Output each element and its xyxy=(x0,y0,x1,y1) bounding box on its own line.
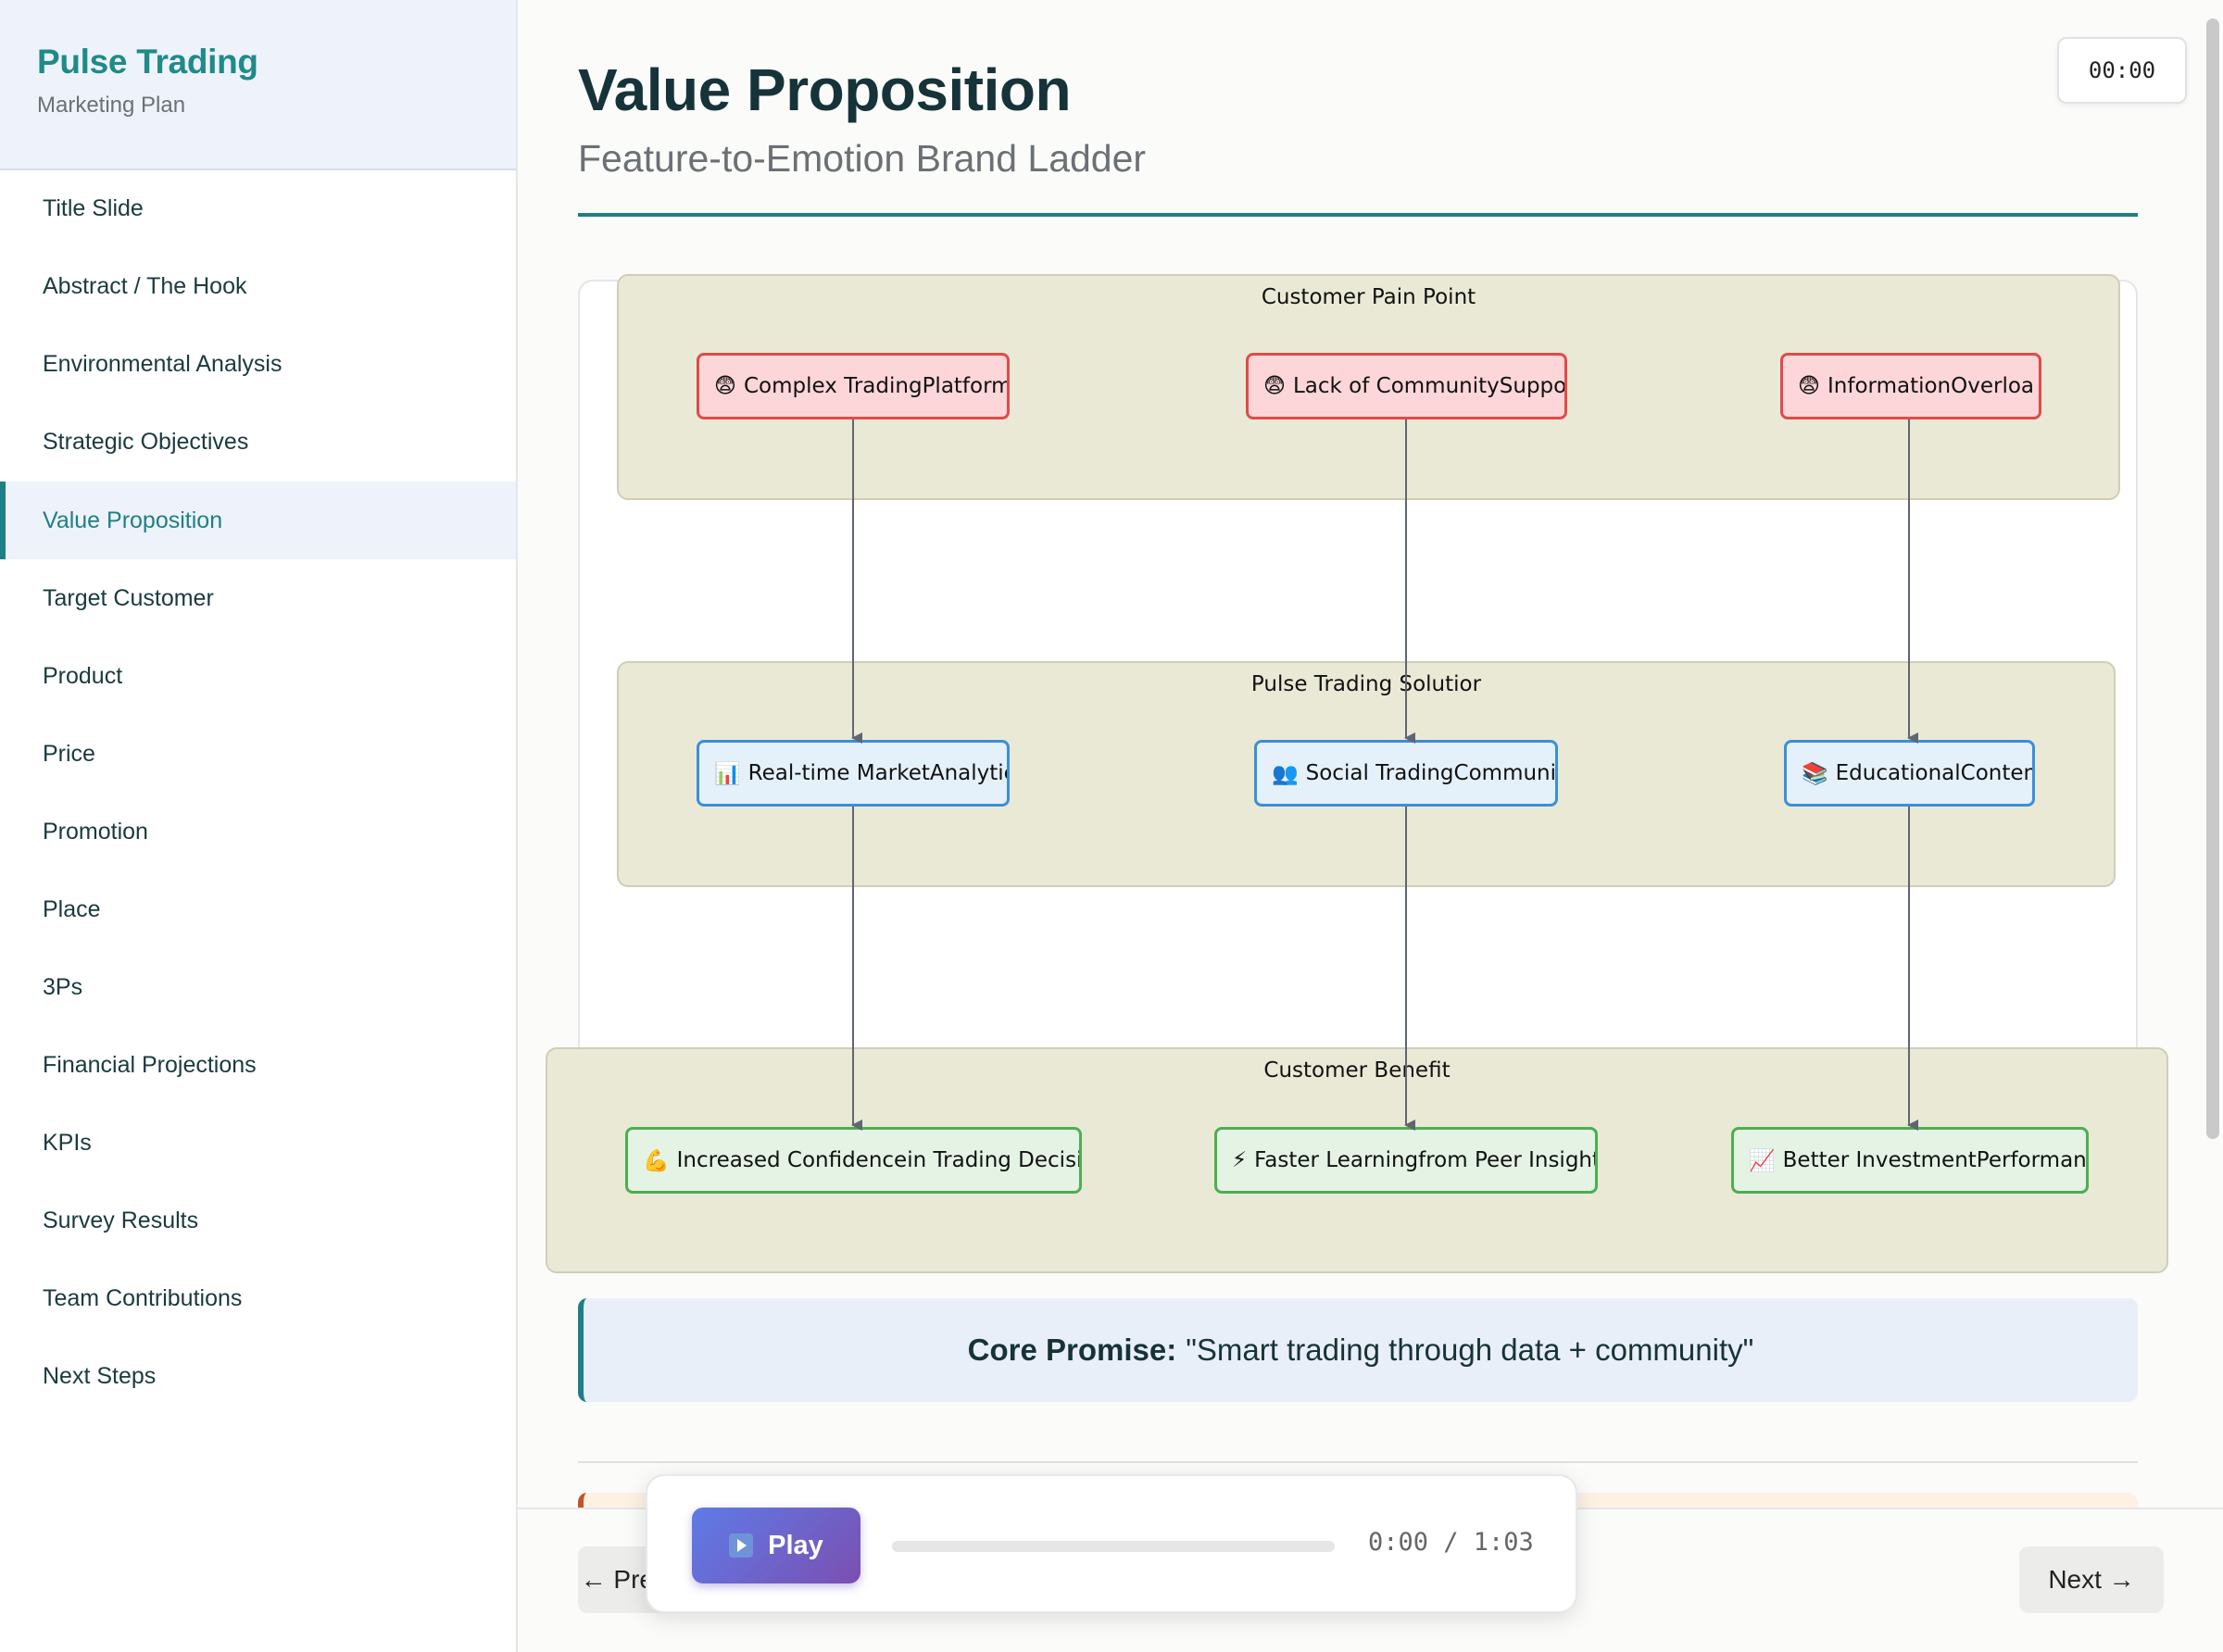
sidebar-item-strategic-objectives[interactable]: Strategic Objectives xyxy=(43,428,249,455)
sidebar-item-environmental-analysis[interactable]: Environmental Analysis xyxy=(43,350,283,377)
sidebar-item-kpis[interactable]: KPIs xyxy=(43,1129,92,1156)
audio-time: 0:00 / 1:03 xyxy=(1368,1528,1534,1557)
sidebar-header: Pulse Trading Marketing Plan xyxy=(0,0,516,170)
layer-label-benefit: Customer Benefit xyxy=(1263,1058,1451,1083)
sidebar-item-target-customer[interactable]: Target Customer xyxy=(43,584,214,611)
sidebar-item-survey-results[interactable]: Survey Results xyxy=(43,1207,199,1233)
sidebar-item-product[interactable]: Product xyxy=(43,662,123,689)
layer-label-pain: Customer Pain Point xyxy=(1261,285,1476,309)
node-label: Better InvestmentPerformanc xyxy=(1782,1148,2089,1172)
slide-timer: 00:00 xyxy=(2057,37,2187,104)
node-label: InformationOverloa xyxy=(1827,374,2034,398)
play-button-label: Play xyxy=(768,1530,823,1560)
node-label: Complex TradingPlatform xyxy=(743,374,1010,398)
node-label: Social TradingCommunit xyxy=(1305,761,1558,785)
sidebar-item-3ps[interactable]: 3Ps xyxy=(43,973,83,1000)
sidebar-item-promotion[interactable]: Promotion xyxy=(43,818,148,845)
main-content: Value Proposition Feature-to-Emotion Bra… xyxy=(518,0,2223,1652)
node-solution-educational-content[interactable]: 📚 EducationalConten xyxy=(1784,740,2035,807)
node-benefit-faster-learning[interactable]: ⚡ Faster Learningfrom Peer Insight xyxy=(1214,1127,1598,1194)
next-button[interactable]: Next → xyxy=(2019,1546,2164,1613)
layer-label-solution: Pulse Trading Solutior xyxy=(1250,672,1482,696)
sidebar-item-team-contributions[interactable]: Team Contributions xyxy=(43,1284,243,1311)
audio-player: Play 0:00 / 1:03 xyxy=(646,1474,1577,1613)
section-divider xyxy=(578,1461,2138,1463)
node-pain-complex-platform[interactable]: 😨 Complex TradingPlatform xyxy=(697,353,1010,419)
title-divider xyxy=(578,213,2138,217)
chart-increasing-icon: 📈 xyxy=(1749,1148,1776,1173)
node-pain-information-overload[interactable]: 😨 InformationOverloa xyxy=(1780,353,2041,419)
sidebar: Pulse Trading Marketing Plan Title Slide… xyxy=(0,0,518,1652)
lightning-icon: ⚡ xyxy=(1232,1148,1248,1172)
fearful-face-icon: 😨 xyxy=(714,374,736,398)
scrollbar-thumb[interactable] xyxy=(2206,19,2219,1139)
people-icon: 👥 xyxy=(1272,761,1299,786)
node-label: Increased Confidencein Trading Decisior xyxy=(676,1148,1082,1172)
fearful-face-icon: 😨 xyxy=(1798,374,1820,398)
node-label: Lack of CommunitySuppor xyxy=(1292,374,1567,398)
flexed-biceps-icon: 💪 xyxy=(643,1148,670,1173)
core-promise-text: "Smart trading through data + community" xyxy=(1186,1333,1754,1367)
node-benefit-investment-performance[interactable]: 📈 Better InvestmentPerformanc xyxy=(1731,1127,2089,1194)
diagram-arrows xyxy=(851,419,1918,1131)
node-label: Faster Learningfrom Peer Insight xyxy=(1254,1148,1598,1172)
page-subtitle: Feature-to-Emotion Brand Ladder xyxy=(578,137,1147,180)
audio-progress-bar[interactable] xyxy=(892,1541,1335,1552)
core-promise-label: Core Promise: xyxy=(967,1333,1177,1367)
node-pain-community-support[interactable]: 😨 Lack of CommunitySuppor xyxy=(1246,353,1567,419)
node-label: Real-time MarketAnalytic xyxy=(747,761,1010,785)
core-promise-callout: Core Promise: "Smart trading through dat… xyxy=(578,1298,2138,1402)
sidebar-item-abstract[interactable]: Abstract / The Hook xyxy=(43,272,247,299)
brand-ladder-diagram: Customer Pain Point Pulse Trading Soluti… xyxy=(518,0,2223,1652)
sidebar-item-next-steps[interactable]: Next Steps xyxy=(43,1362,157,1389)
node-label: EducationalConten xyxy=(1835,761,2035,785)
brand-title: Pulse Trading xyxy=(37,43,258,81)
sidebar-item-place[interactable]: Place xyxy=(43,895,101,922)
books-icon: 📚 xyxy=(1802,761,1828,786)
play-button[interactable]: Play xyxy=(692,1508,860,1583)
sidebar-item-financial-projections[interactable]: Financial Projections xyxy=(43,1051,257,1078)
bar-chart-icon: 📊 xyxy=(714,761,741,786)
node-solution-trading-community[interactable]: 👥 Social TradingCommunit xyxy=(1254,740,1558,807)
fearful-face-icon: 😨 xyxy=(1263,374,1286,398)
node-benefit-confidence[interactable]: 💪 Increased Confidencein Trading Decisio… xyxy=(625,1127,1082,1194)
sidebar-item-price[interactable]: Price xyxy=(43,740,95,767)
page-title: Value Proposition xyxy=(578,56,1072,123)
sidebar-item-title-slide[interactable]: Title Slide xyxy=(43,194,144,221)
play-icon xyxy=(729,1533,754,1558)
scrollbar[interactable] xyxy=(2203,0,2223,1508)
sidebar-item-value-proposition[interactable]: Value Proposition xyxy=(0,482,516,559)
brand-subtitle: Marketing Plan xyxy=(37,93,186,118)
